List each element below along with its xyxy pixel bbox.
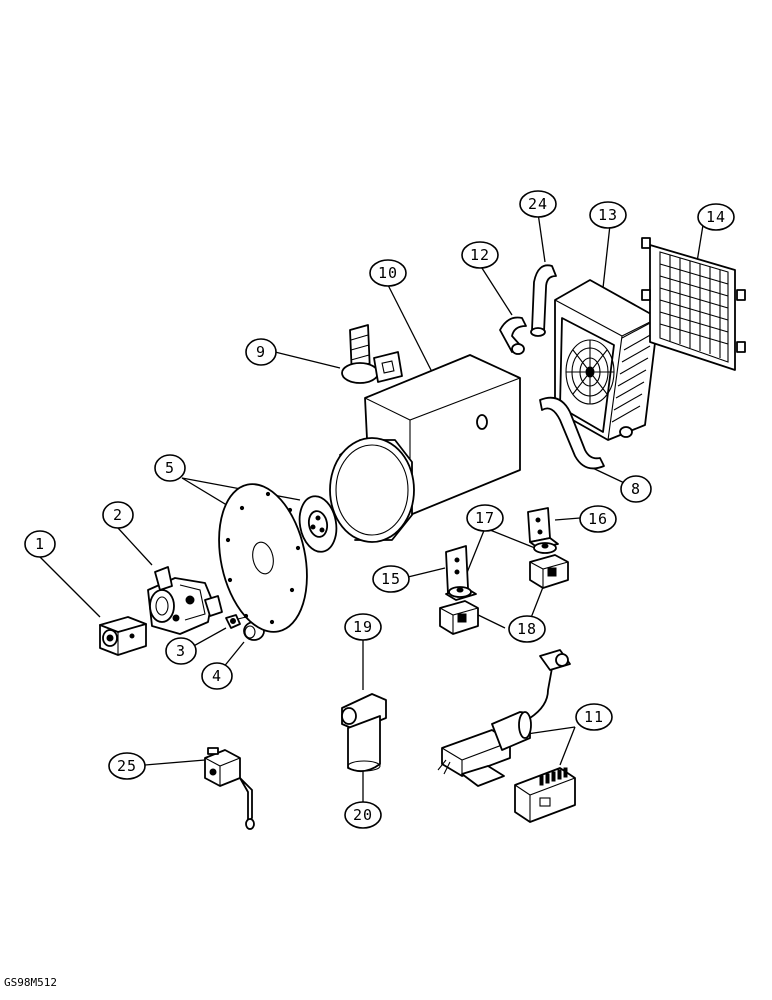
callout-16: 16 (579, 505, 617, 533)
svg-text:3: 3 (176, 642, 186, 660)
callout-12: 12 (461, 241, 499, 269)
terminal-block-part (514, 767, 576, 823)
hose-part (530, 264, 557, 337)
coupling-disc-part (298, 495, 338, 553)
svg-text:11: 11 (584, 708, 604, 726)
callout-5: 5 (154, 454, 186, 482)
callout-17: 17 (466, 504, 504, 532)
callout-8: 8 (620, 475, 652, 503)
callout-24: 24 (519, 190, 557, 218)
svg-text:14: 14 (706, 208, 726, 226)
callout-19: 19 (344, 613, 382, 641)
callout-14: 14 (697, 203, 735, 231)
callout-18: 18 (508, 615, 546, 643)
callout-13: 13 (589, 201, 627, 229)
elbow-hose-part (499, 316, 527, 355)
svg-text:4: 4 (212, 667, 222, 685)
fitting-part (225, 614, 247, 629)
svg-text:5: 5 (165, 459, 175, 477)
callout-1: 1 (24, 530, 56, 558)
callout-2: 2 (102, 501, 134, 529)
svg-text:16: 16 (588, 510, 608, 528)
grille-screen-part (641, 237, 746, 371)
callout-15: 15 (372, 565, 410, 593)
svg-text:17: 17 (475, 509, 495, 527)
callout-25: 25 (108, 752, 146, 780)
svg-text:15: 15 (381, 570, 401, 588)
filter-assembly-part (341, 693, 387, 773)
adapter-plate-part (218, 483, 308, 633)
exhaust-pipe-part (341, 324, 403, 384)
actuator-switch-part (204, 747, 255, 830)
svg-text:9: 9 (256, 343, 266, 361)
radiator-part (554, 279, 659, 441)
figure-code: GS98M512 (4, 976, 57, 989)
isolator-mount-part (448, 542, 557, 598)
svg-text:8: 8 (631, 480, 641, 498)
gear-pump-part (99, 616, 147, 656)
gearbox-housing-part (147, 566, 223, 635)
solenoid-assembly-part (437, 649, 571, 787)
svg-text:24: 24 (528, 195, 548, 213)
generator-part (329, 354, 521, 543)
svg-text:2: 2 (113, 506, 123, 524)
callout-11: 11 (575, 703, 613, 731)
svg-text:13: 13 (598, 206, 618, 224)
callout-20: 20 (344, 801, 382, 829)
callout-3: 3 (165, 637, 197, 665)
rubber-block-part (439, 554, 569, 635)
svg-text:10: 10 (378, 264, 398, 282)
callout-10: 10 (369, 259, 407, 287)
callout-4: 4 (201, 662, 233, 690)
svg-text:1: 1 (35, 535, 45, 553)
lower-hose-part (539, 396, 605, 470)
callout-9: 9 (245, 338, 277, 366)
svg-text:19: 19 (353, 618, 373, 636)
svg-text:20: 20 (353, 806, 373, 824)
callout-bubbles: 1 2 3 4 5 8 9 10 11 12 13 14 15 16 17 18… (24, 190, 735, 829)
svg-text:12: 12 (470, 246, 490, 264)
svg-text:25: 25 (117, 757, 137, 775)
bracket-right-part (527, 507, 559, 549)
svg-text:18: 18 (517, 620, 537, 638)
